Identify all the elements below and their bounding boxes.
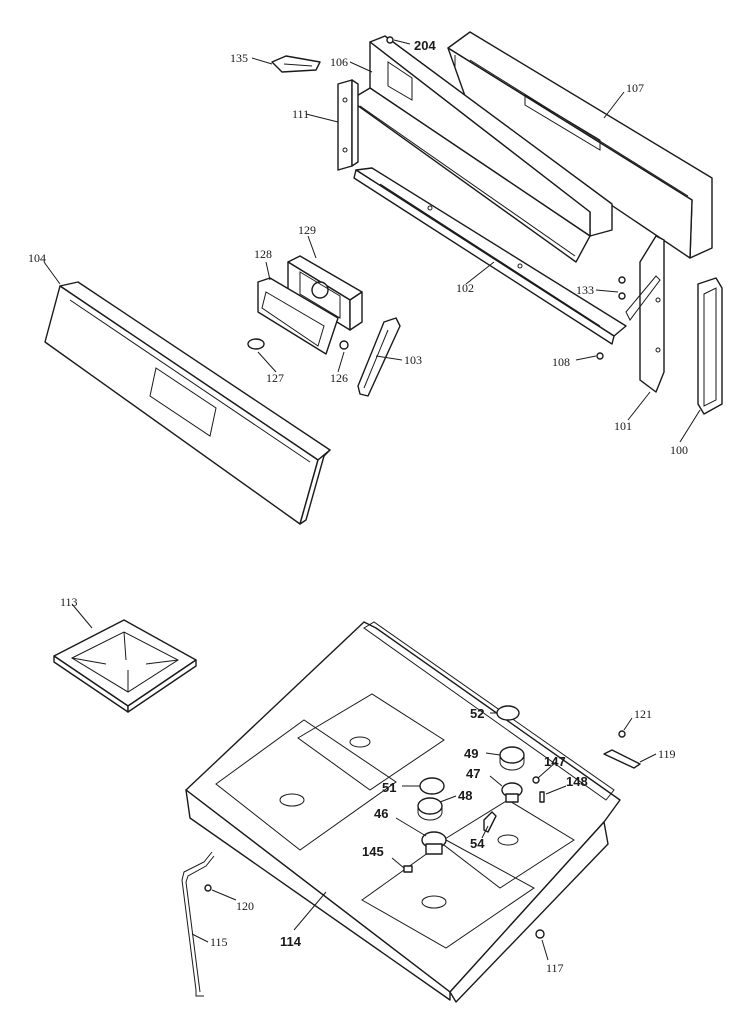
- part-108-screw: [596, 352, 604, 360]
- part-121-screw: [618, 730, 626, 738]
- part-107-back-panel: [447, 31, 713, 259]
- callout-111: 111: [292, 107, 309, 121]
- callout-103: 103: [404, 353, 422, 367]
- callout-115: 115: [210, 935, 228, 949]
- part-128-lens: [257, 277, 339, 355]
- callout-148: 148: [566, 774, 588, 789]
- callout-135: 135: [230, 51, 248, 65]
- callout-104: 104: [28, 251, 46, 265]
- part-120-screw: [204, 884, 212, 892]
- part-47-valve: [501, 782, 523, 803]
- part-52-knob: [496, 705, 520, 721]
- callout-52: 52: [470, 706, 484, 721]
- part-106-upper-rail: [349, 35, 613, 263]
- callout-49: 49: [464, 746, 478, 761]
- part-113-grate: [53, 619, 197, 713]
- callout-51: 51: [382, 780, 396, 795]
- part-104-backguard: [44, 281, 331, 525]
- part-119-bracket: [603, 749, 641, 769]
- callout-47: 47: [466, 766, 480, 781]
- callout-102: 102: [456, 281, 474, 295]
- part-111-side-bracket: [337, 79, 359, 171]
- callout-145: 145: [362, 844, 384, 859]
- part-133-screws: [618, 276, 626, 300]
- leader-lines: [43, 39, 701, 961]
- part-46-valve: [421, 831, 447, 855]
- part-117-foot: [535, 929, 545, 939]
- part-103-bracket: [357, 317, 401, 397]
- part-115-rod: [181, 851, 215, 997]
- callout-46: 46: [374, 806, 388, 821]
- part-114-cooktop: [185, 621, 621, 1003]
- callout-labels: 135 106 204 107 111 129 128 104 102 133 …: [28, 38, 688, 975]
- callout-54: 54: [470, 836, 485, 851]
- part-129-switch-housing: [287, 255, 363, 331]
- callout-108: 108: [552, 355, 570, 369]
- part-147-screw: [532, 776, 540, 784]
- part-48-knob: [417, 797, 443, 821]
- part-102-rail: [353, 167, 627, 345]
- part-126-nut: [339, 340, 349, 350]
- callout-147: 147: [544, 754, 566, 769]
- callout-204: 204: [414, 38, 436, 53]
- part-148-pin: [539, 791, 545, 803]
- part-101-side-bracket: [625, 235, 665, 393]
- part-51-knob: [419, 777, 445, 795]
- callout-114: 114: [280, 934, 302, 949]
- callout-121: 121: [634, 707, 652, 721]
- callout-48: 48: [458, 788, 472, 803]
- callout-133: 133: [576, 283, 594, 297]
- callout-113: 113: [60, 595, 78, 609]
- callout-120: 120: [236, 899, 254, 913]
- part-100-end-cap: [697, 277, 723, 415]
- part-127-cap: [247, 338, 265, 350]
- part-204-screw: [386, 36, 394, 44]
- callout-127: 127: [266, 371, 284, 385]
- callout-101: 101: [614, 419, 632, 433]
- callout-119: 119: [658, 747, 676, 761]
- callout-106: 106: [330, 55, 348, 69]
- callout-128: 128: [254, 247, 272, 261]
- callout-117: 117: [546, 961, 564, 975]
- callout-100: 100: [670, 443, 688, 457]
- callout-107: 107: [626, 81, 644, 95]
- callout-126: 126: [330, 371, 348, 385]
- part-145-clip: [403, 865, 413, 873]
- part-135-clip: [271, 55, 321, 73]
- callout-129: 129: [298, 223, 316, 237]
